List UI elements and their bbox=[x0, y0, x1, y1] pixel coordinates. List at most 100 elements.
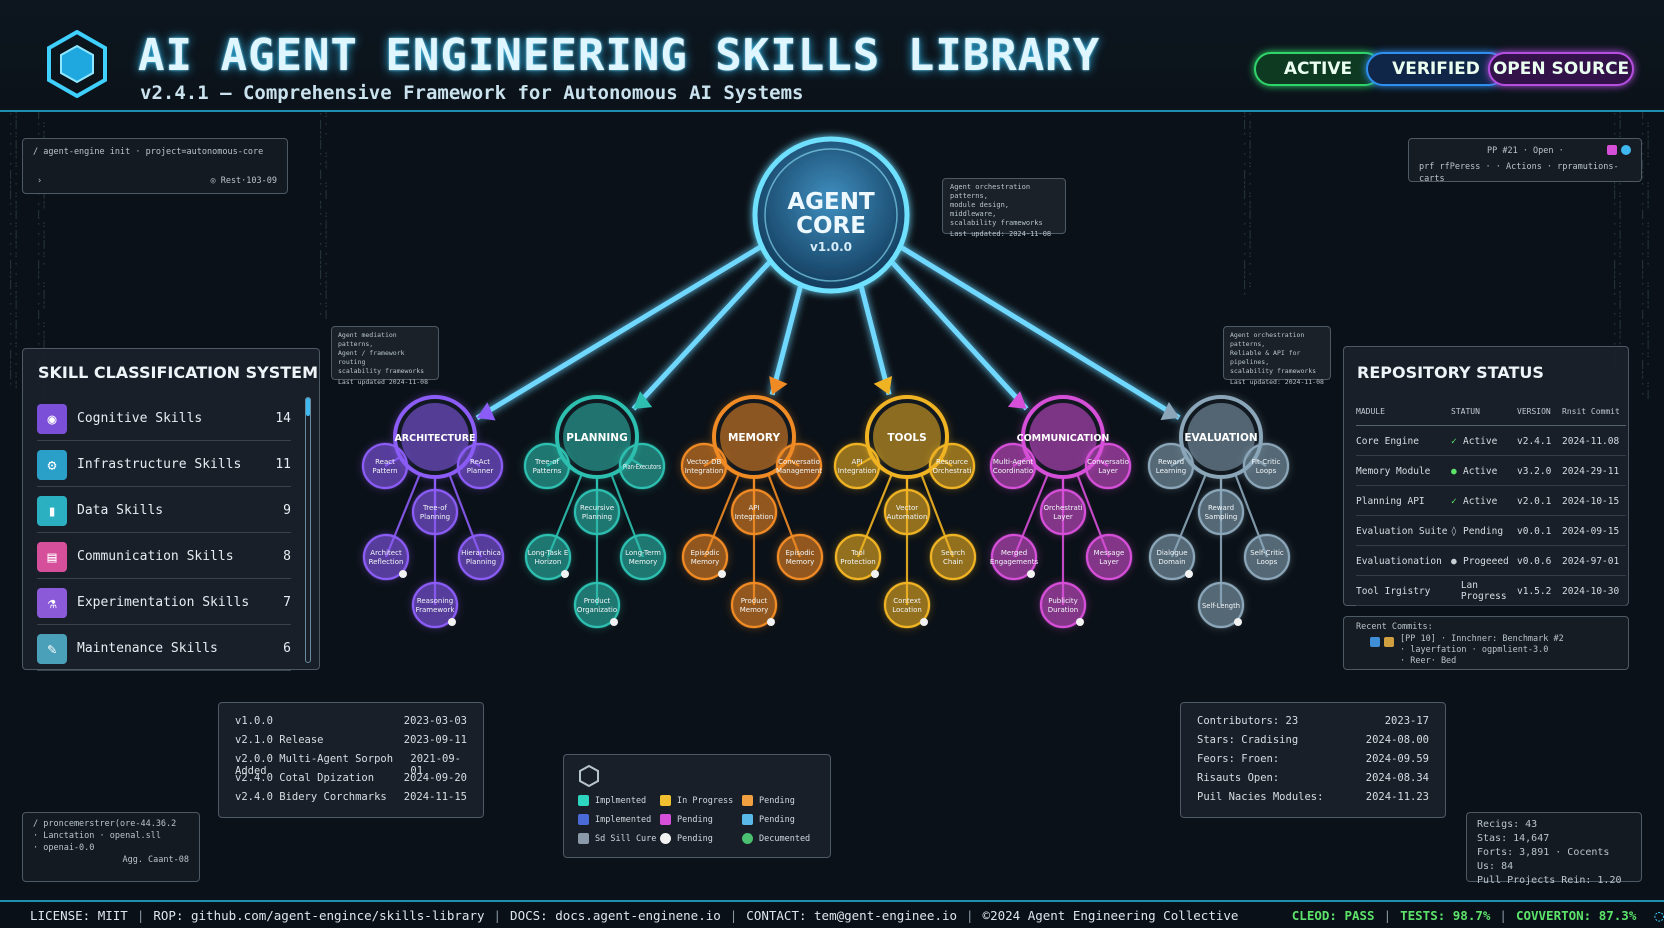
category-node-planning[interactable]: PLANNING bbox=[555, 395, 639, 479]
refresh-icon[interactable]: ◌ bbox=[1654, 905, 1664, 925]
terminal-meta: ◎ Rest·103-09 bbox=[210, 176, 277, 186]
scrollbar[interactable] bbox=[305, 397, 311, 663]
active-badge[interactable]: ACTIVE bbox=[1254, 52, 1382, 86]
legend-swatch bbox=[660, 833, 671, 844]
version-label: v2.4.0 Bidery Corchmarks bbox=[235, 791, 387, 803]
status-text: Pending bbox=[1463, 525, 1504, 537]
footer-repo-link[interactable]: ROP: github.com/agent-engince/skills-lib… bbox=[153, 907, 485, 923]
right-tooltip-line: Reliable & API for pipelines, bbox=[1230, 349, 1301, 366]
status-dot bbox=[767, 618, 775, 626]
category-node-tools[interactable]: TOOLS bbox=[865, 395, 949, 479]
left-tooltip-line: scalability frameworks bbox=[338, 367, 425, 375]
matrix-column: |·:·¦·|·:|·¦·:·|·¦|·:·¦·|·:|·¦·:·|·¦|·:·… bbox=[1640, 110, 1651, 400]
pr-line-2: prf rfPeress · · Actions · rpramutions-c… bbox=[1419, 162, 1619, 184]
status-mark-icon: ● bbox=[1451, 555, 1457, 567]
repo-module: Evaluation Suite bbox=[1356, 525, 1448, 537]
status-dot bbox=[399, 570, 407, 578]
repo-date: 2024-29-11 bbox=[1562, 465, 1620, 477]
agent-core-node[interactable]: AGENT CORE v1.0.0 bbox=[752, 136, 910, 294]
category-node-memory[interactable]: MEMORY bbox=[712, 395, 796, 479]
wrench-icon: ✎ bbox=[37, 633, 67, 664]
category-node-evaluation[interactable]: EVALUATION bbox=[1179, 395, 1263, 479]
stats-label: Puil Nacies Modules: bbox=[1197, 791, 1324, 803]
skill-count: 9 bbox=[283, 503, 291, 518]
skill-node[interactable]: Plan-Executors bbox=[618, 442, 666, 490]
open-source-badge[interactable]: OPEN SOURCE bbox=[1488, 52, 1634, 86]
category-node-architecture[interactable]: ARCHITECTURE bbox=[393, 395, 477, 479]
verified-badge[interactable]: VERIFIED bbox=[1366, 52, 1506, 86]
category-node-communication[interactable]: COMMUNICATION bbox=[1017, 395, 1110, 479]
hexagon-logo-icon bbox=[47, 30, 107, 98]
core-tooltip-line: scalability frameworks bbox=[950, 219, 1043, 227]
matrix-column: ·¦·|·:·|·¦·:|·¦·|:·¦·|·:·|·¦·:|·¦·|:·¦·|… bbox=[8, 110, 19, 390]
version-label: v2.1.0 Release bbox=[235, 734, 324, 746]
status-mark-icon: ● bbox=[1451, 465, 1457, 477]
repository-status-panel: REPOSITORY STATUS MADULE STATUN VERSION … bbox=[1343, 346, 1629, 606]
footer-contact-link[interactable]: CONTACT: tem@gent-enginee.io bbox=[746, 907, 958, 923]
skill-node[interactable]: Self-Length bbox=[1197, 581, 1245, 629]
gear-icon: ⚙ bbox=[37, 449, 67, 480]
legend-swatch bbox=[660, 795, 671, 806]
legend-item: Sd Sill Cure bbox=[578, 833, 656, 844]
scrollbar-thumb[interactable] bbox=[306, 398, 310, 416]
repo-module: Evaluationation bbox=[1356, 555, 1442, 567]
repo-col-status: STATUN bbox=[1451, 406, 1480, 416]
repo-version: v2.4.1 bbox=[1517, 435, 1552, 447]
legend-item: Implemented bbox=[578, 814, 651, 825]
footer-docs-link[interactable]: DOCS: docs.agent-enginene.io bbox=[510, 907, 721, 923]
status-mark-icon: ◊ bbox=[1451, 525, 1457, 537]
recent-commits-panel: Recent Commits: [PP 10] · Innchner: Benc… bbox=[1343, 616, 1629, 670]
